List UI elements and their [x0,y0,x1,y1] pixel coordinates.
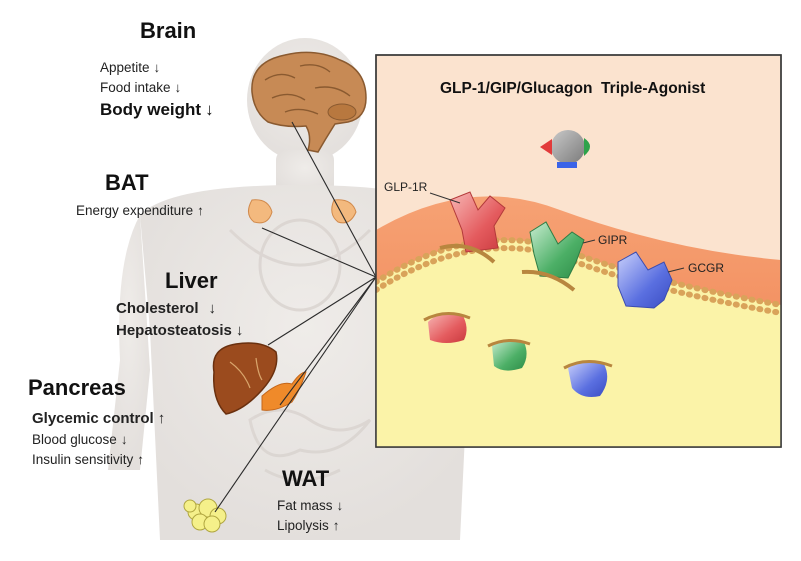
down-arrow-icon: ↓ [208,300,217,317]
down-arrow-icon: ↓ [120,432,128,447]
down-arrow-icon: ↓ [235,322,244,339]
panel-title: GLP-1/GIP/Glucagon Triple-Agonist [440,80,706,97]
wat-effect-lipolysis: Lipolysis↑ [277,518,340,533]
liver-effect-cholesterol: Cholesterol↓ [116,300,217,317]
internal-organs-shadow [228,218,372,482]
pancreas-effect-glycemic-control: Glycemic control↑ [32,410,166,427]
down-arrow-icon: ↓ [153,60,161,75]
internalized-receptors [423,312,613,397]
up-arrow-icon: ↑ [197,203,204,218]
wat-icon [183,498,227,533]
wat-effect-fat-mass: Fat mass↓ [277,498,344,513]
pancreas-heading: Pancreas [28,375,126,400]
brain-icon [251,51,367,153]
pancreas-effect-insulin-sensitivity: Insulin sensitivity↑ [32,452,145,467]
receptor-leader-lines [429,192,685,273]
up-arrow-icon: ↑ [157,410,166,427]
bat-effect-energy-expenditure: Energy expenditure↑ [76,203,204,218]
brain-effect-food-intake: Food intake↓ [100,80,182,95]
brain-heading: Brain [140,18,197,43]
down-arrow-icon: ↓ [174,80,182,95]
triple-agonist-molecule-icon [540,130,590,168]
down-arrow-icon: ↓ [336,498,344,513]
liver-effect-hepatosteatosis: Hepatosteatosis↓ [116,322,244,339]
pancreas-icon [261,371,307,411]
wat-heading: WAT [282,466,330,491]
pancreas-effect-blood-glucose: Blood glucose↓ [32,432,128,447]
bat-heading: BAT [105,170,149,195]
up-arrow-icon: ↑ [137,452,145,467]
gipr-receptor-icon [521,221,585,292]
up-arrow-icon: ↑ [332,518,340,533]
gipr-label: GIPR [598,233,628,247]
liver-icon [212,342,278,415]
brain-effect-body-weight: Body weight↓ [100,100,214,119]
gcgr-label: GCGR [688,261,724,275]
brain-effect-appetite: Appetite↓ [100,60,161,75]
gcgr-receptor-icon [617,251,673,309]
glp1r-label: GLP-1R [384,180,428,194]
down-arrow-icon: ↓ [205,100,214,119]
glp1r-receptor-icon [439,191,506,264]
liver-heading: Liver [165,268,218,293]
connector-lines [214,121,377,513]
